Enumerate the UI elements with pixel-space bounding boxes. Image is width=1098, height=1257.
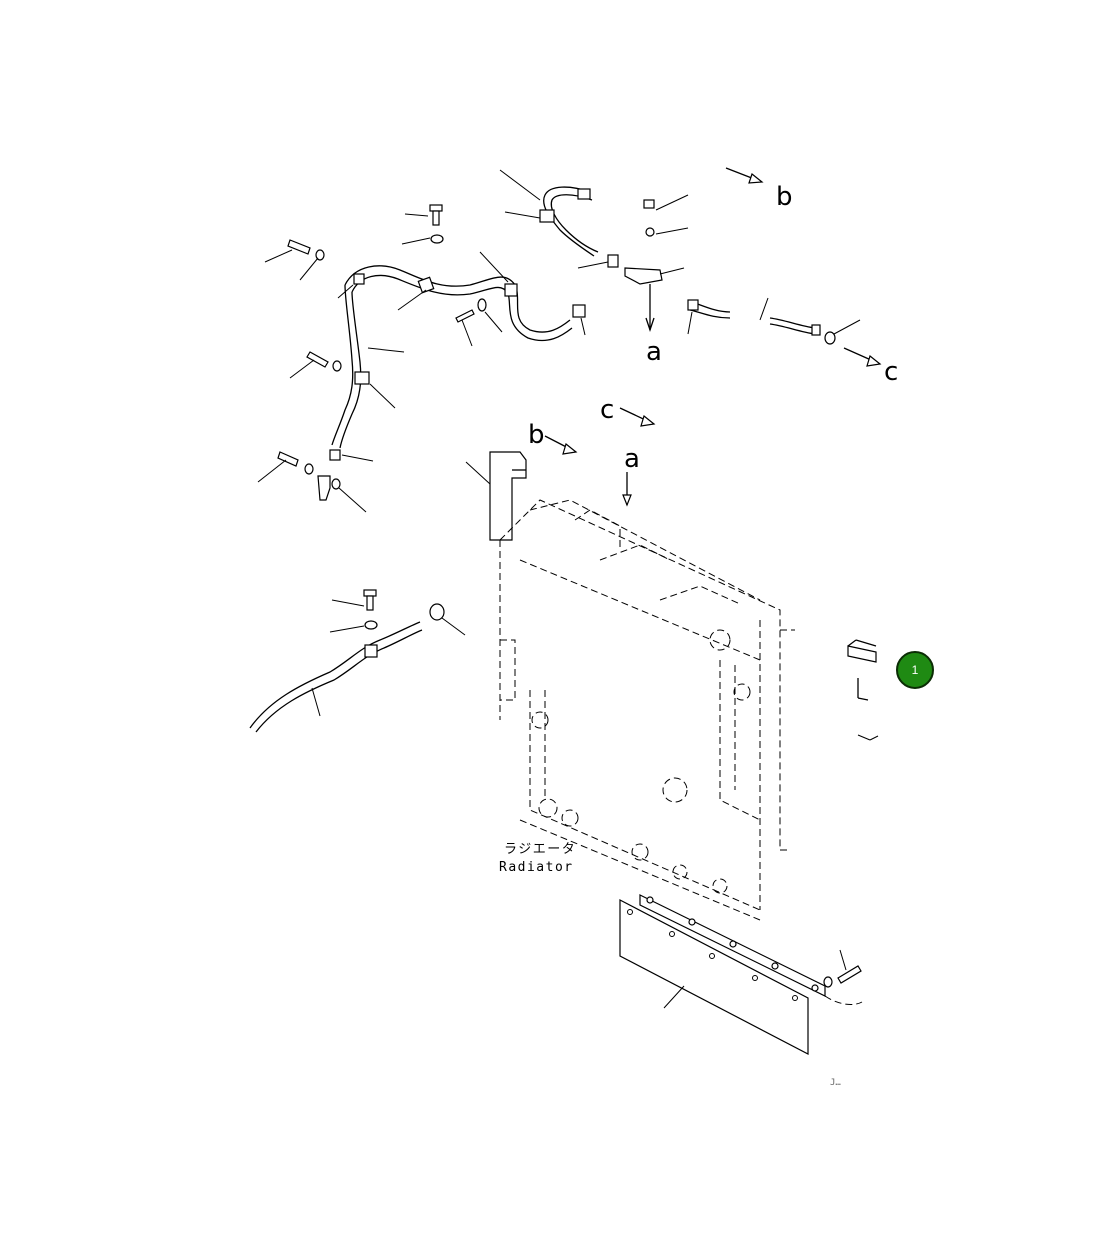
drawing-code: J… — [830, 1078, 841, 1088]
bolt-icon — [287, 239, 325, 261]
bolt-icon — [277, 451, 314, 475]
clip-part — [847, 639, 879, 741]
radiator-outline — [499, 499, 795, 921]
bolt-icon — [363, 589, 378, 630]
radiator-caption-english: Radiator — [499, 860, 574, 875]
direction-label-a-top: a — [646, 337, 662, 367]
lower-left-hose — [249, 589, 466, 733]
radiator-caption-japanese: ラジエータ — [504, 842, 576, 857]
upper-right-hose-assembly — [499, 167, 882, 367]
bracket-part — [465, 451, 527, 541]
callout-hotspot-1[interactable]: 1 — [896, 651, 934, 689]
upper-hose-assembly — [257, 204, 586, 513]
direction-label-b-mid: b — [528, 420, 545, 450]
bolt-icon — [306, 351, 342, 372]
bolt-icon — [429, 204, 444, 244]
direction-label-b-top: b — [776, 182, 793, 212]
direction-label-c-top: c — [884, 357, 898, 387]
tee-fitting-icon — [624, 267, 663, 333]
direction-label-a-mid: a — [624, 444, 640, 474]
bottom-plate — [619, 894, 863, 1055]
mid-direction-arrows — [544, 407, 656, 507]
direction-label-c-mid: c — [600, 395, 614, 425]
